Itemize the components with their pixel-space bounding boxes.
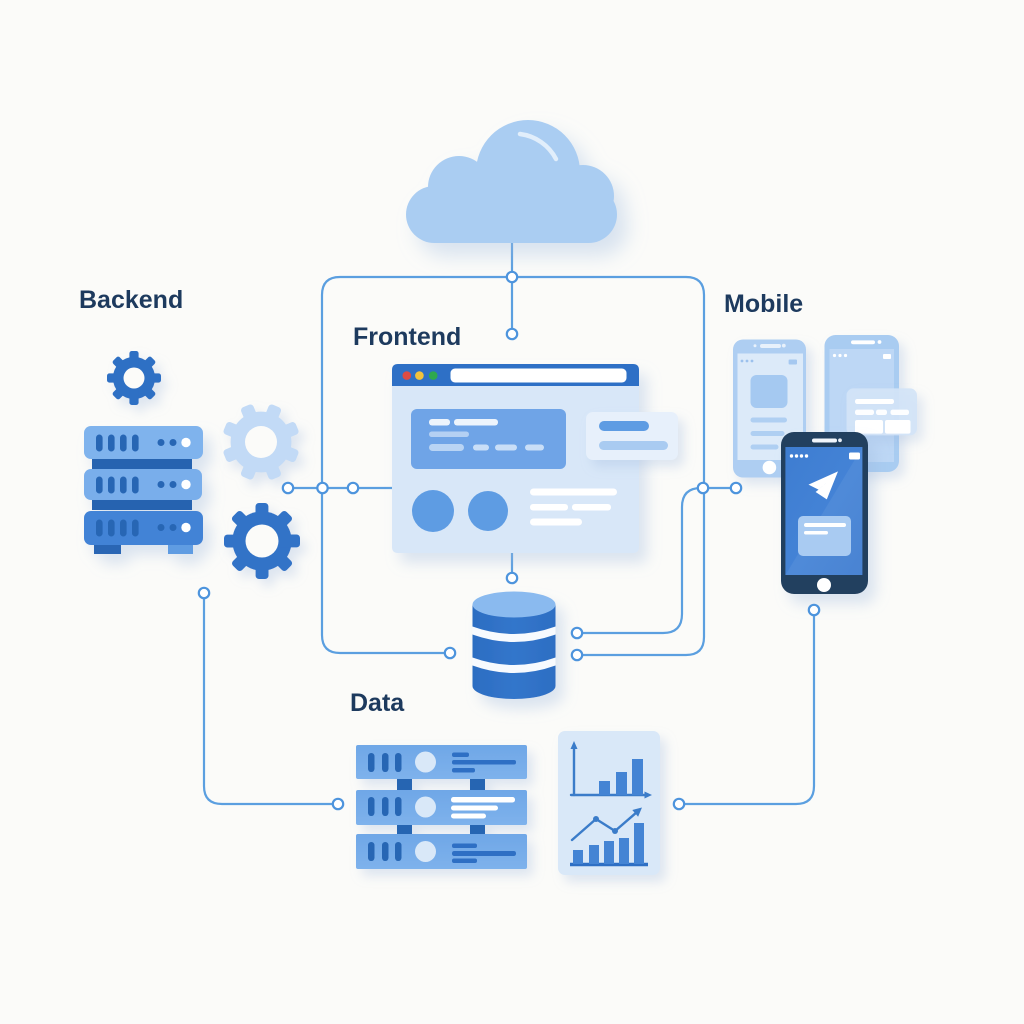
svg-text:Mobile: Mobile <box>724 290 803 318</box>
svg-text:Backend: Backend <box>79 286 183 314</box>
svg-text:Frontend: Frontend <box>353 323 461 351</box>
svg-text:Data: Data <box>350 689 405 717</box>
